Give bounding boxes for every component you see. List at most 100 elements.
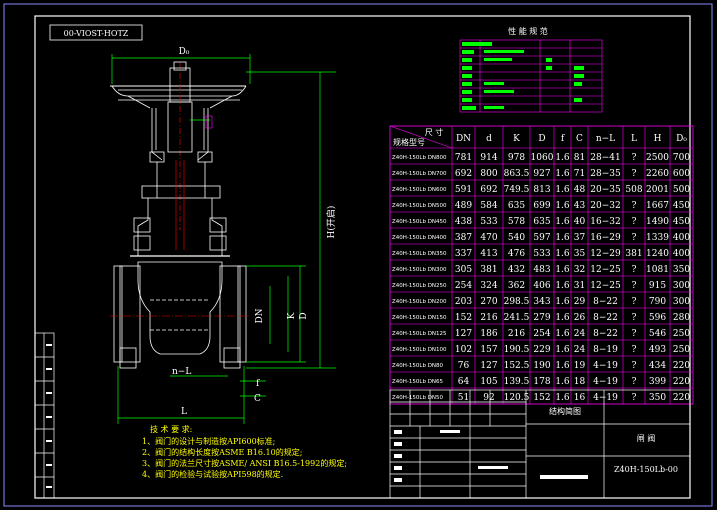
table-cell: 203 [455, 297, 472, 307]
table-cell: 781 [455, 153, 472, 163]
table-cell: 635 [533, 217, 550, 227]
table-cell: 20−35 [590, 185, 621, 195]
table-cell: 1667 [646, 201, 669, 211]
table-cell: 813 [533, 185, 550, 195]
table-cell: 127 [455, 329, 472, 339]
table-column-header: K [513, 134, 520, 144]
table-cell: 489 [455, 201, 472, 211]
dim-d: D [299, 312, 309, 319]
table-cell: 102 [455, 345, 472, 355]
drawing-number: Z40H-150Lb-00 [614, 465, 678, 474]
sheet-outer-frame [3, 3, 713, 507]
table-cell-model: Z40H-150Lb DN150 [392, 315, 447, 321]
part-name: 闸 阀 [637, 434, 656, 443]
table-column-header: L [631, 134, 637, 144]
right-flange [219, 265, 241, 363]
table-cell: ? [632, 265, 637, 275]
dim-f: f [256, 379, 260, 389]
table-cell: 48 [574, 185, 586, 195]
performance-spec-marks [462, 42, 584, 110]
table-cell: 406 [533, 281, 550, 291]
dim-c: C [254, 394, 261, 404]
gland-bolts [141, 151, 221, 199]
table-cell: 1.6 [555, 153, 570, 163]
table-cell: 12−29 [590, 249, 621, 259]
table-cell: 20−32 [590, 201, 620, 211]
code-box [49, 24, 143, 41]
table-column-header: d [486, 134, 492, 144]
table-cell: 1081 [646, 265, 669, 275]
table-cell-model: Z40H-150Lb DN65 [392, 379, 444, 385]
table-cell: 533 [533, 249, 550, 259]
table-column-header: D₀ [676, 134, 687, 144]
table-cell: 16 [574, 393, 586, 403]
table-cell: 220 [673, 377, 690, 387]
table-cell: 24 [574, 345, 586, 355]
table-cell: 105 [480, 377, 497, 387]
table-cell: 1.6 [555, 393, 570, 403]
table-cell: 790 [649, 297, 666, 307]
table-cell: 1.6 [555, 249, 570, 259]
table-cell: 692 [480, 185, 497, 195]
table-cell: 387 [455, 233, 472, 243]
table-cell: 40 [574, 217, 586, 227]
table-cell: 12−25 [590, 281, 621, 291]
table-cell: 24 [574, 329, 586, 339]
table-cell: 26 [574, 313, 586, 323]
table-cell: 1.6 [555, 329, 570, 339]
performance-spec-grid [459, 39, 603, 113]
notes-title: 技 术 要 求: [150, 424, 192, 434]
dim-do: D₀ [179, 47, 190, 57]
table-cell: 381 [480, 265, 497, 275]
table-cell: 476 [508, 249, 525, 259]
table-cell: 749.5 [504, 185, 530, 195]
table-cell: 1.6 [555, 169, 570, 179]
table-cell-model: Z40H-150Lb DN600 [392, 187, 447, 193]
table-cell: 64 [458, 377, 470, 387]
table-cell: 350 [649, 393, 666, 403]
table-cell: 381 [625, 249, 642, 259]
table-cell: 863.5 [504, 169, 530, 179]
table-cell: 279 [533, 313, 550, 323]
table-cell: 300 [673, 297, 690, 307]
table-cell: 157 [480, 345, 497, 355]
table-cell: 1339 [646, 233, 669, 243]
table-cell: 8−22 [593, 313, 618, 323]
table-cell: 597 [533, 233, 550, 243]
table-cell: 1.6 [555, 265, 570, 275]
struct-title: 结构简图 [549, 406, 581, 416]
table-cell-model: Z40H-150Lb DN450 [392, 219, 447, 225]
dim-h: H(开启) [325, 206, 337, 239]
table-cell: 216 [480, 313, 497, 323]
title-block-marks [394, 430, 588, 482]
table-frame [389, 125, 694, 405]
table-cell: 343 [533, 297, 550, 307]
table-cell: 413 [480, 249, 497, 259]
table-cell: 29 [574, 297, 586, 307]
table-cell: 1.6 [555, 377, 570, 387]
table-cell: ? [632, 217, 637, 227]
table-cell-model: Z40H-150Lb DN200 [392, 299, 447, 305]
handwheel [110, 85, 247, 109]
table-cell: 152.5 [504, 361, 530, 371]
table-cell-model: Z40H-150Lb DN500 [392, 203, 447, 209]
performance-title: 性 能 规 范 [508, 26, 548, 36]
table-cell: 400 [673, 233, 690, 243]
table-cell: 43 [574, 201, 586, 211]
table-cell: 305 [455, 265, 472, 275]
table-column-header: DN [456, 134, 471, 144]
table-cell: 127 [480, 361, 497, 371]
table-cell: 254 [455, 281, 472, 291]
table-cell-model: Z40H-150Lb DN80 [392, 363, 444, 369]
table-cell: 18 [574, 377, 586, 387]
table-cell: ? [632, 377, 637, 387]
table-cell: 280 [673, 313, 690, 323]
table-cell: 699 [533, 201, 550, 211]
table-cell: 8−22 [593, 329, 618, 339]
table-cell: ? [632, 281, 637, 291]
